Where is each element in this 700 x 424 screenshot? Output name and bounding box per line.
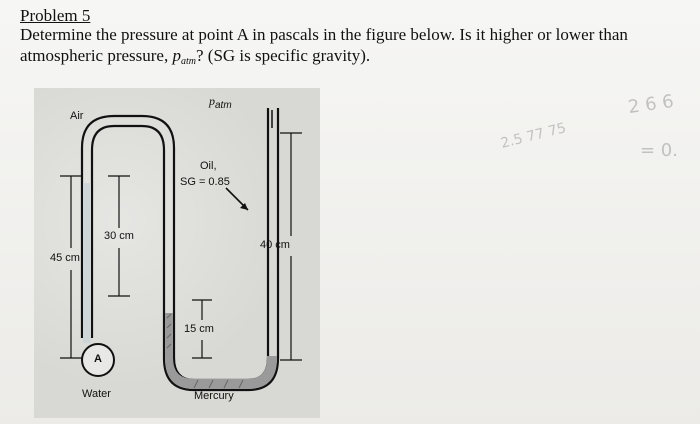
oil-label: Oil, [200, 160, 217, 172]
mercury-fill [165, 313, 277, 389]
sg-label: SG = 0.85 [180, 176, 230, 188]
problem-line-2-prefix: atmospheric pressure, [20, 46, 173, 65]
dim-45-lines [60, 175, 82, 359]
dim-15-lines [192, 299, 212, 359]
dim-45-label: 45 cm [50, 252, 80, 264]
water-label: Water [82, 388, 111, 400]
dim-40-label: 40 cm [260, 239, 290, 251]
dim-40-lines [280, 132, 302, 361]
problem-line-2-suffix: ? (SG is specific gravity). [195, 46, 371, 65]
patm-subscript: atm [180, 56, 196, 67]
patm-variable: p [172, 46, 181, 65]
point-a-bulb [81, 343, 115, 377]
problem-title: Problem 5 [20, 6, 91, 25]
handwritten-note-b: = 0. [640, 140, 678, 161]
mercury-hatching [166, 313, 244, 389]
tube-inner-outline [90, 108, 280, 392]
problem-line-1: Determine the pressure at point A in pas… [20, 25, 628, 44]
dim-15-label: 15 cm [184, 323, 214, 335]
patm-label: patm [209, 94, 232, 111]
problem-statement: Determine the pressure at point A in pas… [20, 24, 692, 72]
dim-30-lines [108, 175, 130, 297]
air-label: Air [70, 110, 84, 122]
dim-30-label: 30 cm [104, 230, 134, 242]
mercury-label: Mercury [194, 390, 234, 402]
problem-line-2: atmospheric pressure, patm? (SG is speci… [20, 45, 692, 72]
tube-outer-outline [80, 108, 270, 382]
manometer-diagram [60, 108, 302, 392]
patm-label-sub: atm [215, 100, 232, 111]
manometer-figure: patm Air Oil, SG = 0.85 30 cm 45 cm 40 c… [34, 88, 320, 418]
water-fill [83, 183, 91, 343]
oil-pointer-arrowhead [240, 203, 248, 210]
patm-label-var: p [209, 94, 215, 108]
point-a-label: A [94, 353, 102, 365]
